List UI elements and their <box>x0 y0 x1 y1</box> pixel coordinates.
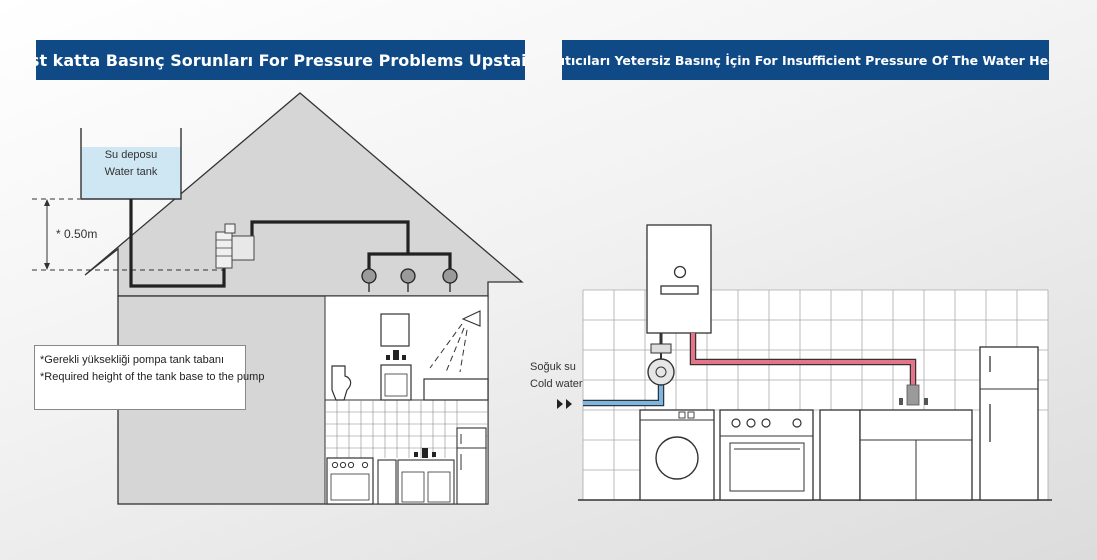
kitchen-sink-cabinet <box>397 448 455 505</box>
toilet <box>331 365 352 401</box>
tall-fridge <box>979 346 1039 501</box>
height-dimension <box>32 198 224 271</box>
height-label: 0.50m <box>64 227 97 241</box>
fridge <box>456 427 487 505</box>
note-line-en: *Required height of the tank base to the… <box>40 371 265 383</box>
pump-height-note: *Gerekli yüksekliği pompa tank tabanı *R… <box>34 345 265 410</box>
house-roof <box>84 92 524 297</box>
booster-pump-left <box>215 223 255 269</box>
water-tank <box>80 128 182 200</box>
inflow-arrows <box>557 399 572 409</box>
cold-water-label-en: Cold water <box>530 378 583 390</box>
tank-label-tr: Su deposu <box>105 149 158 161</box>
kitchen-cabinet <box>377 459 397 505</box>
cold-water-label-tr: Soğuk su <box>530 361 576 373</box>
booster-pump-right <box>647 343 675 386</box>
bathroom-sink <box>380 364 412 401</box>
stove <box>326 457 374 505</box>
bathroom-mirror <box>380 313 410 347</box>
note-line-tr: *Gerekli yüksekliği pompa tank tabanı <box>40 354 225 366</box>
house-illustration <box>84 92 524 505</box>
asterisk-mark: * <box>56 227 61 241</box>
sink-counter <box>859 409 973 501</box>
pipework-left <box>129 199 452 288</box>
bathtub <box>423 378 489 401</box>
outlet-valves <box>361 268 458 292</box>
kitchen-faucet <box>899 384 928 406</box>
tank-label-en: Water tank <box>105 166 158 178</box>
shower-head <box>429 310 481 373</box>
narrow-cabinet <box>819 409 861 501</box>
water-heater <box>646 224 712 334</box>
right-panel-title: Su Isıtıcıları Yetersiz Basınç İçin For … <box>562 40 1049 80</box>
oven <box>719 409 814 501</box>
left-panel-title: Üst katta Basınç Sorunları For Pressure … <box>36 40 525 80</box>
washing-machine <box>639 409 715 501</box>
